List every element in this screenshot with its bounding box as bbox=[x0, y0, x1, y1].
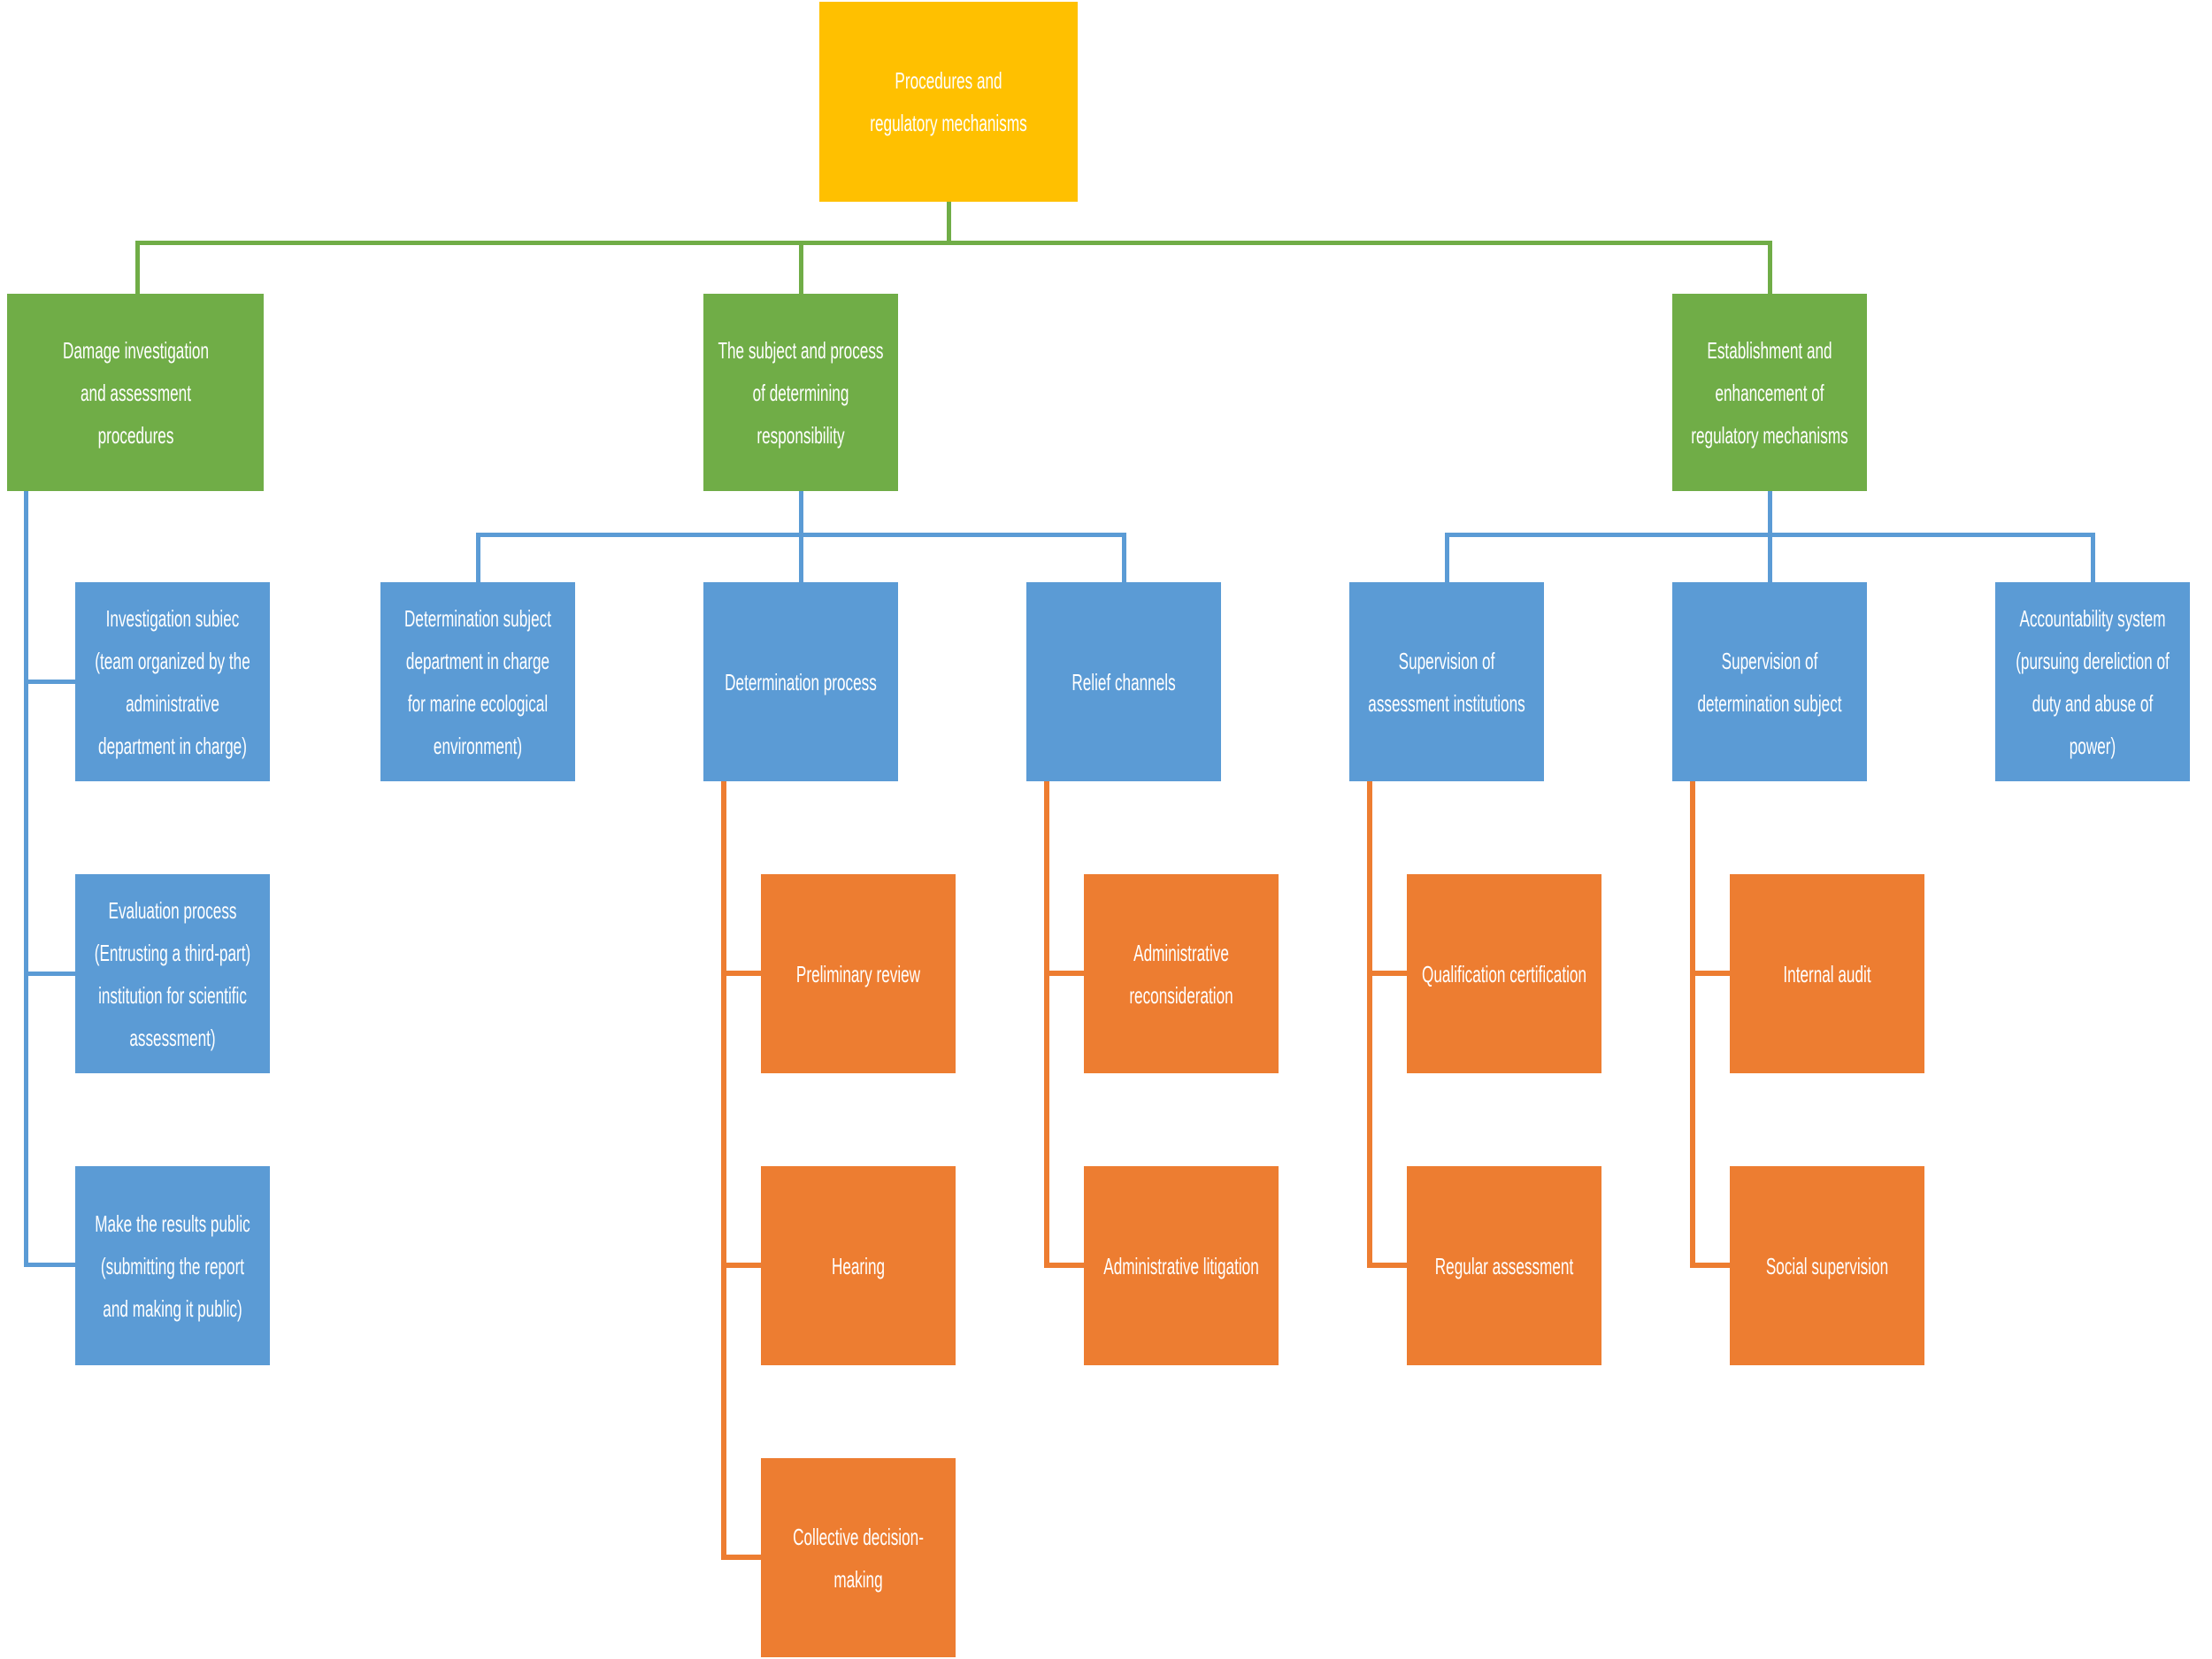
connector-process-tail bbox=[721, 781, 726, 1560]
node-hearing-label: Hearing bbox=[831, 1252, 886, 1279]
node-branch1-label: Damage investigation and assessment proc… bbox=[62, 336, 209, 449]
node-preliminary-review: Preliminary review bbox=[761, 874, 956, 1073]
node-accountability-system: Accountability system (pursuing derelict… bbox=[1995, 582, 2190, 781]
node-determination-process: Determination process bbox=[703, 582, 898, 781]
node-relief-channels-label: Relief channels bbox=[1071, 668, 1176, 695]
node-qualification-certification-label: Qualification certification bbox=[1422, 960, 1586, 987]
connector-supds-stub2 bbox=[1690, 1263, 1730, 1268]
node-supervision-assessment-institutions-label: Supervision of assessment institutions bbox=[1368, 647, 1525, 717]
node-evaluation-process-label: Evaluation process (Entrusting a third-p… bbox=[94, 896, 251, 1051]
connector-branch3-right-drop bbox=[2091, 533, 2095, 582]
connector-relief-tail bbox=[1044, 781, 1049, 1268]
node-branch3: Establishment and enhancement of regulat… bbox=[1672, 294, 1867, 491]
node-branch2-label: The subject and process of determining r… bbox=[718, 336, 884, 449]
connector-branch1-tail bbox=[24, 491, 28, 1267]
node-administrative-litigation: Administrative litigation bbox=[1084, 1166, 1279, 1365]
connector-branch2-horizontal bbox=[476, 533, 1126, 537]
node-investigation-subject-label: Investigation subiec (team organized by … bbox=[95, 604, 250, 759]
node-administrative-reconsideration: Administrative reconsideration bbox=[1084, 874, 1279, 1073]
node-supervision-determination-subject-label: Supervision of determination subject bbox=[1697, 647, 1842, 717]
node-accountability-system-label: Accountability system (pursuing derelict… bbox=[2016, 604, 2170, 759]
connector-branch2-drop bbox=[799, 241, 803, 294]
node-regular-assessment: Regular assessment bbox=[1407, 1166, 1601, 1365]
node-qualification-certification: Qualification certification bbox=[1407, 874, 1601, 1073]
connector-supai-stub2 bbox=[1367, 1263, 1407, 1268]
connector-process-stub1 bbox=[721, 971, 761, 976]
node-preliminary-review-label: Preliminary review bbox=[795, 960, 921, 987]
connector-process-stub2 bbox=[721, 1263, 761, 1268]
node-collective-decision-making-label: Collective decision- making bbox=[793, 1523, 924, 1593]
node-supervision-determination-subject: Supervision of determination subject bbox=[1672, 582, 1867, 781]
connector-branch2-right-drop bbox=[1122, 533, 1126, 582]
connector-branch1-drop bbox=[135, 241, 140, 294]
node-internal-audit: Internal audit bbox=[1730, 874, 1924, 1073]
connector-branch3-horizontal bbox=[1445, 533, 2095, 537]
node-determination-subject: Determination subject department in char… bbox=[380, 582, 575, 781]
connector-supds-tail bbox=[1690, 781, 1695, 1268]
node-evaluation-process: Evaluation process (Entrusting a third-p… bbox=[75, 874, 270, 1073]
connector-branch3-left-drop bbox=[1445, 533, 1449, 582]
node-make-results-public-label: Make the results public (submitting the … bbox=[95, 1210, 250, 1322]
node-relief-channels: Relief channels bbox=[1026, 582, 1221, 781]
connector-branch2-left-drop bbox=[476, 533, 480, 582]
node-administrative-litigation-label: Administrative litigation bbox=[1103, 1252, 1259, 1279]
connector-supds-stub1 bbox=[1690, 971, 1730, 976]
node-hearing: Hearing bbox=[761, 1166, 956, 1365]
node-branch1: Damage investigation and assessment proc… bbox=[7, 294, 264, 491]
node-social-supervision: Social supervision bbox=[1730, 1166, 1924, 1365]
node-internal-audit-label: Internal audit bbox=[1783, 960, 1871, 987]
node-root: Procedures and regulatory mechanisms bbox=[819, 2, 1078, 202]
node-social-supervision-label: Social supervision bbox=[1765, 1252, 1889, 1279]
connector-process-stub3 bbox=[721, 1555, 761, 1560]
connector-branch3-drop bbox=[1768, 241, 1772, 294]
node-determination-subject-label: Determination subject department in char… bbox=[404, 604, 551, 759]
node-determination-process-label: Determination process bbox=[725, 668, 877, 695]
node-root-label: Procedures and regulatory mechanisms bbox=[870, 67, 1027, 136]
node-branch2: The subject and process of determining r… bbox=[703, 294, 898, 491]
connector-branch1-stub1 bbox=[24, 680, 75, 684]
node-regular-assessment-label: Regular assessment bbox=[1434, 1252, 1574, 1279]
connector-supai-tail bbox=[1367, 781, 1372, 1268]
node-make-results-public: Make the results public (submitting the … bbox=[75, 1166, 270, 1365]
node-branch3-label: Establishment and enhancement of regulat… bbox=[1691, 336, 1848, 449]
connector-branch1-stub3 bbox=[24, 1263, 75, 1267]
connector-level1-horizontal bbox=[135, 241, 1772, 245]
node-supervision-assessment-institutions: Supervision of assessment institutions bbox=[1349, 582, 1544, 781]
node-administrative-reconsideration-label: Administrative reconsideration bbox=[1129, 939, 1233, 1009]
connector-root-riser bbox=[947, 202, 951, 242]
connector-relief-stub1 bbox=[1044, 971, 1084, 976]
node-investigation-subject: Investigation subiec (team organized by … bbox=[75, 582, 270, 781]
node-collective-decision-making: Collective decision- making bbox=[761, 1458, 956, 1657]
connector-supai-stub1 bbox=[1367, 971, 1407, 976]
connector-relief-stub2 bbox=[1044, 1263, 1084, 1268]
connector-branch1-stub2 bbox=[24, 972, 75, 976]
